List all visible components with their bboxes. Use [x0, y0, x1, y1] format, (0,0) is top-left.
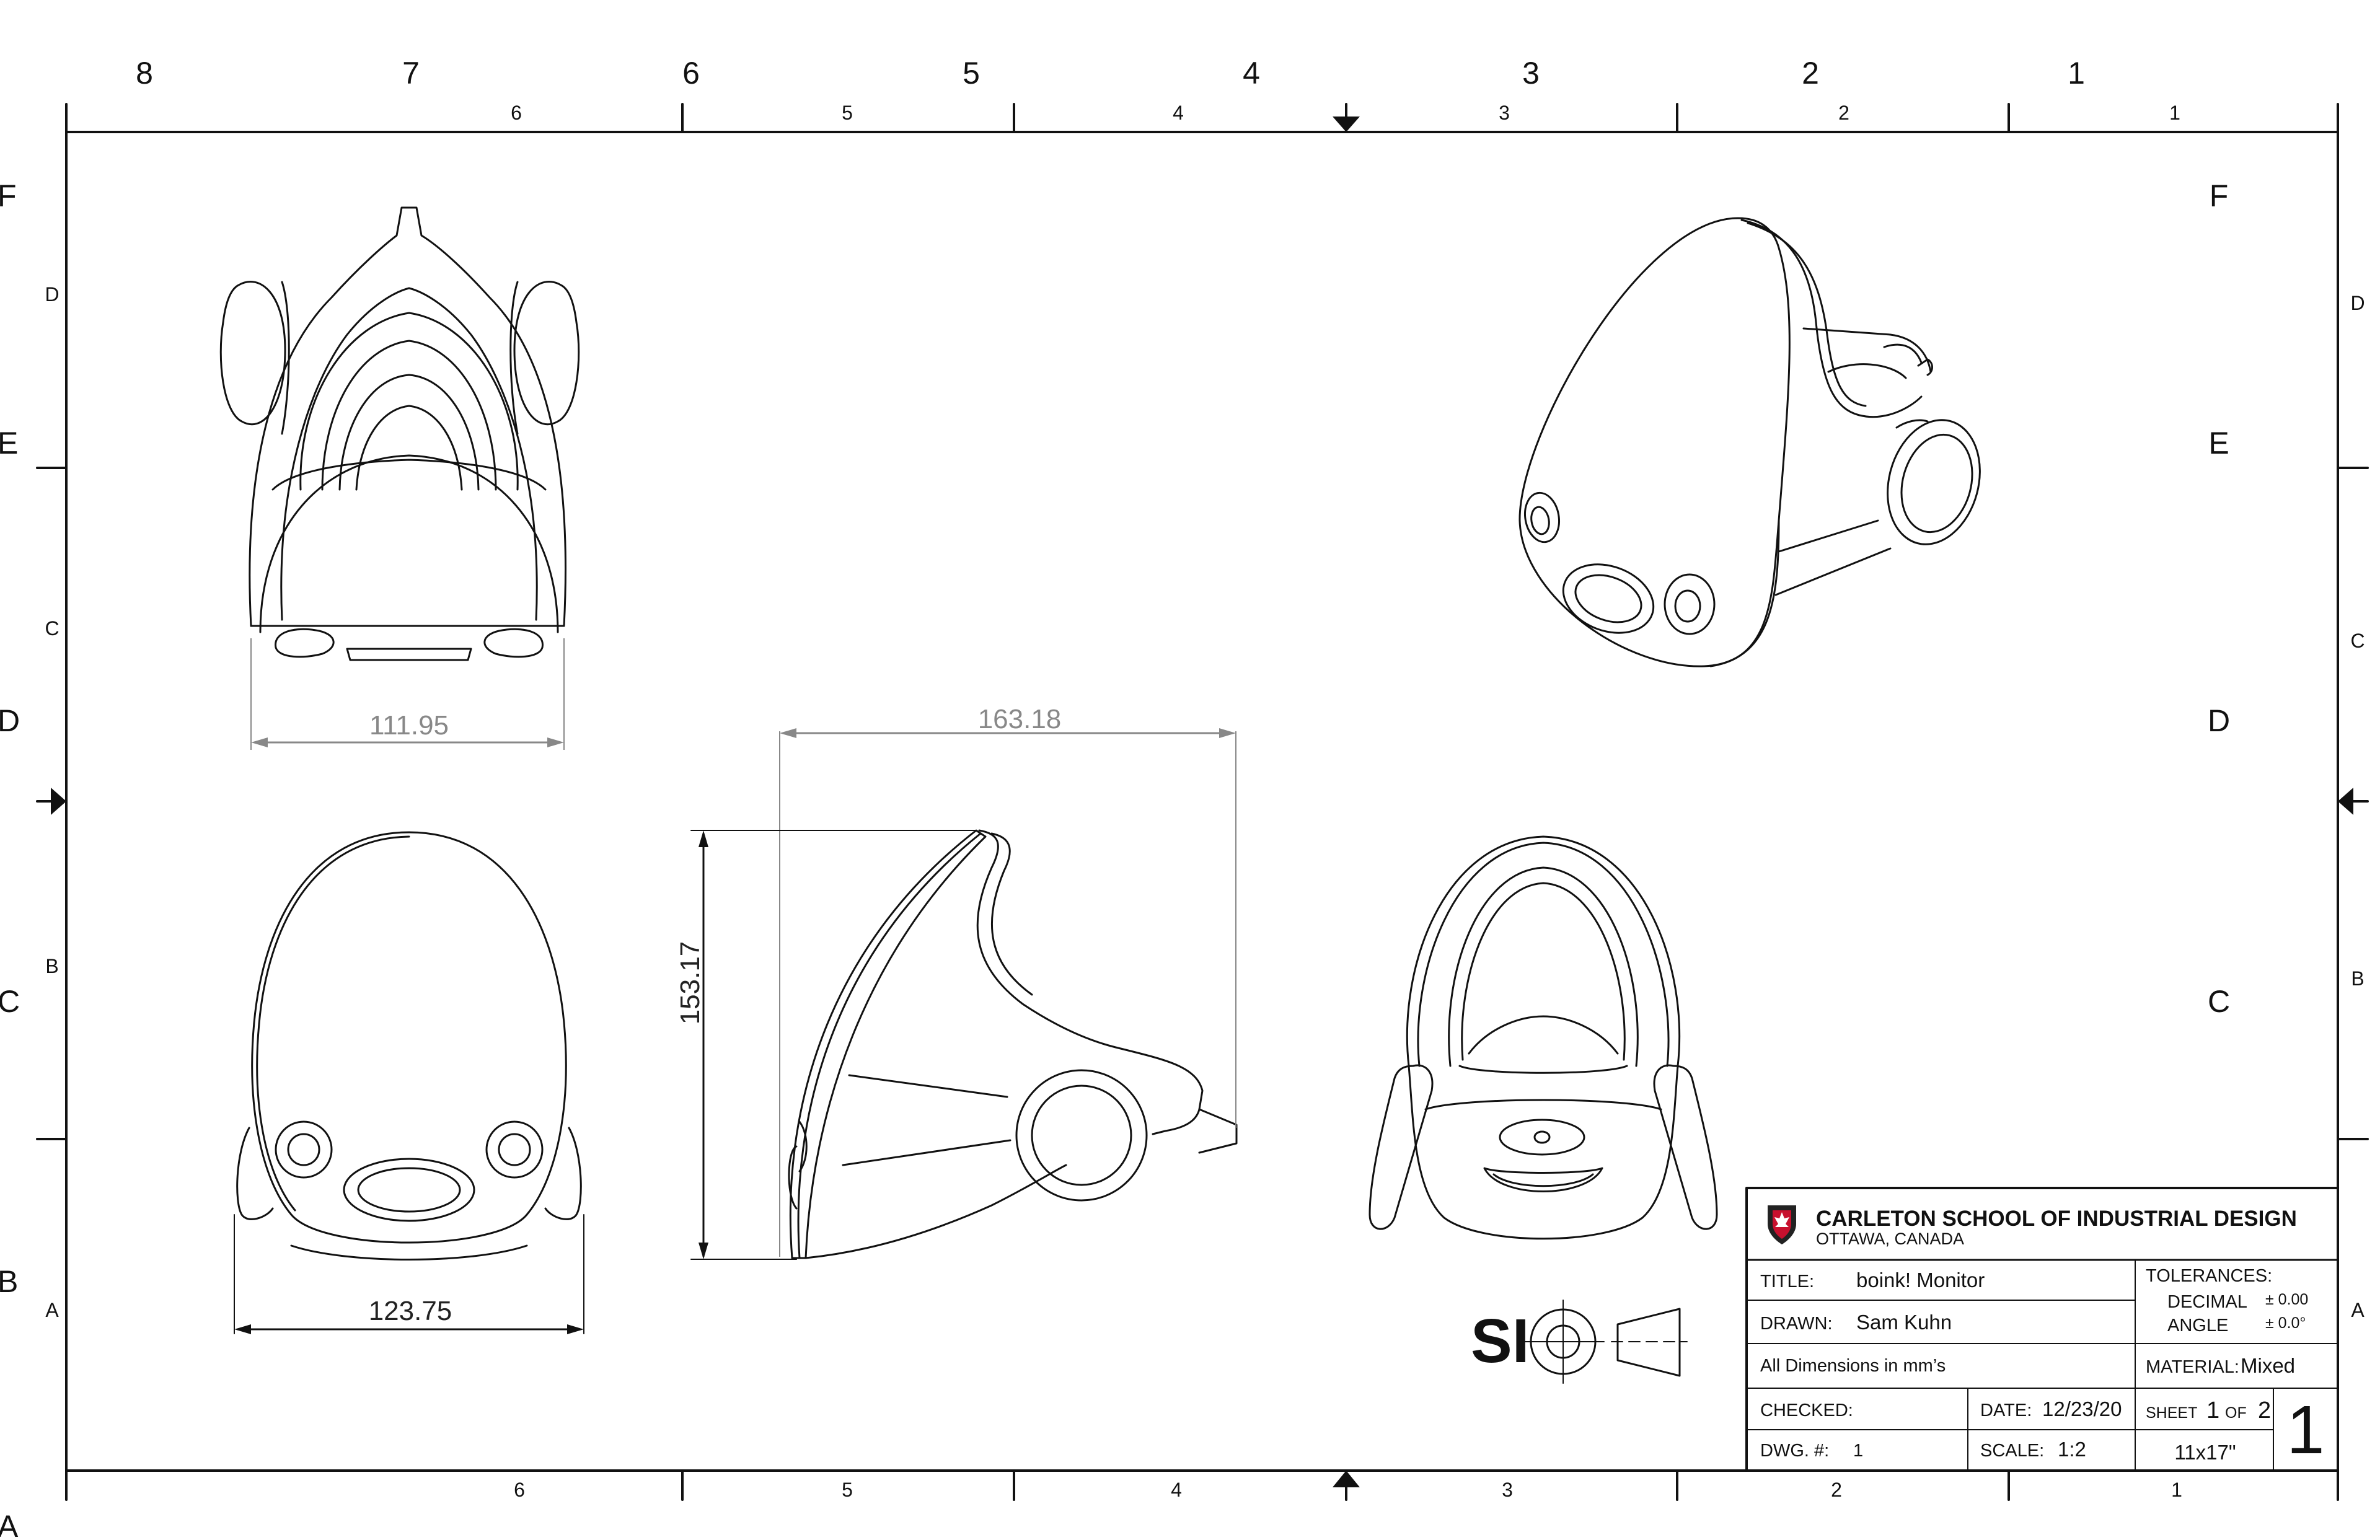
- zone-label: C: [0, 984, 20, 1019]
- school-name: CARLETON SCHOOL OF INDUSTRIAL DESIGN: [1816, 1207, 2297, 1231]
- front-view-width-dimension: 123.75: [234, 1214, 584, 1334]
- front-view: [236, 831, 582, 1261]
- zone-label: E: [0, 426, 18, 460]
- zone-labels-right-inner: D C B A: [2350, 292, 2365, 1321]
- decimal-value: ± 0.00: [2265, 1291, 2308, 1308]
- top-view: [219, 206, 580, 661]
- centering-arrows: [36, 103, 2369, 1501]
- dimension-label: 163.18: [978, 704, 1062, 734]
- zone-label: 6: [682, 56, 700, 90]
- zone-label: 2: [1838, 102, 1849, 124]
- zone-label: 2: [1802, 56, 1819, 90]
- drawn-value: Sam Kuhn: [1856, 1311, 1952, 1334]
- tolerances-label: TOLERANCES:: [2146, 1266, 2272, 1286]
- zone-label: D: [0, 703, 20, 738]
- date-value: 12/23/20: [2042, 1397, 2122, 1420]
- zone-label: 5: [963, 56, 980, 90]
- material-value: Mixed: [2241, 1354, 2295, 1377]
- zone-label: 3: [1522, 56, 1540, 90]
- title-block: CARLETON SCHOOL OF INDUSTRIAL DESIGN OTT…: [1745, 1187, 2339, 1472]
- zone-labels-right-outer: F E D C: [2208, 178, 2230, 1019]
- zone-label: 1: [2068, 56, 2085, 90]
- units-note: All Dimensions in mm’s: [1760, 1356, 1946, 1376]
- zone-label: 1: [2169, 102, 2180, 124]
- zone-label: F: [2210, 178, 2229, 213]
- zone-label: D: [2350, 292, 2365, 314]
- zone-label: C: [2208, 984, 2230, 1019]
- isometric-view: [1518, 217, 1981, 667]
- sheet-number: 1: [2206, 1397, 2219, 1423]
- zone-label: B: [0, 1264, 18, 1299]
- zone-label: C: [2350, 630, 2365, 652]
- zone-labels-left-inner: D C B A: [45, 283, 59, 1321]
- title-label: TITLE:: [1760, 1272, 1814, 1291]
- zone-label: 1: [2171, 1479, 2182, 1501]
- scale-label: SCALE:: [1980, 1441, 2044, 1461]
- zone-label: A: [45, 1299, 59, 1321]
- zone-label: D: [2208, 703, 2230, 738]
- angle-value: ± 0.0°: [2265, 1314, 2306, 1332]
- scale-value: 1:2: [2058, 1438, 2086, 1461]
- zone-label: 5: [842, 102, 853, 124]
- zone-label: 7: [402, 56, 420, 90]
- zone-label: 3: [1499, 102, 1510, 124]
- dwg-label: DWG. #:: [1760, 1441, 1829, 1461]
- dwg-value: 1: [1853, 1441, 1863, 1461]
- zone-label: 4: [1243, 56, 1260, 90]
- date-label: DATE:: [1980, 1401, 2032, 1420]
- si-label: SI: [1471, 1306, 1529, 1376]
- zone-labels-bottom-inner: 6 5 4 3 2 1: [514, 1479, 2182, 1501]
- decimal-label: DECIMAL: [2167, 1292, 2247, 1312]
- checked-label: CHECKED:: [1760, 1401, 1853, 1420]
- revision-number: 1: [2286, 1392, 2324, 1468]
- of-word: OF: [2225, 1404, 2247, 1422]
- zone-label: 3: [1502, 1479, 1513, 1501]
- zone-label: B: [2351, 967, 2364, 990]
- zone-label: E: [2208, 426, 2229, 460]
- title-value: boink! Monitor: [1856, 1269, 1985, 1291]
- zone-label: 8: [136, 56, 153, 90]
- zone-label: 5: [842, 1479, 853, 1501]
- zone-label: 2: [1831, 1479, 1842, 1501]
- back-view: [1368, 835, 1718, 1240]
- side-view-height-dimension: 153.17: [675, 830, 977, 1260]
- zone-label: 4: [1171, 1479, 1182, 1501]
- side-view: [788, 829, 1238, 1259]
- paper-size: 11x17": [2174, 1441, 2236, 1464]
- zone-labels-top-outer: 8 7 6 5 4 3 2 1: [136, 56, 2085, 90]
- zone-label: A: [0, 1509, 19, 1540]
- zone-label: B: [45, 955, 58, 977]
- school-location: OTTAWA, CANADA: [1816, 1230, 1964, 1248]
- material-label: MATERIAL:: [2146, 1357, 2239, 1377]
- zone-label: C: [45, 617, 59, 640]
- sheet-word: SHEET: [2146, 1404, 2197, 1422]
- carleton-logo: [1768, 1205, 1796, 1244]
- dimension-label: 123.75: [369, 1296, 452, 1326]
- projection-symbol: SI: [1471, 1300, 1688, 1384]
- dimension-label: 153.17: [675, 941, 705, 1025]
- zone-labels-left-outer: F E D C B A: [0, 178, 20, 1540]
- dimension-label: 111.95: [369, 710, 449, 741]
- sheet-total: 2: [2258, 1397, 2271, 1423]
- zone-label: 6: [511, 102, 522, 124]
- zone-labels-top-inner: 6 5 4 3 2 1: [511, 102, 2180, 124]
- angle-label: ANGLE: [2167, 1316, 2228, 1335]
- zone-label: 4: [1173, 102, 1184, 124]
- side-view-length-dimension: 163.18: [779, 704, 1236, 1257]
- zone-label: 6: [514, 1479, 525, 1501]
- zone-label: D: [45, 283, 59, 306]
- top-view-width-dimension: 111.95: [250, 638, 565, 750]
- drawn-label: DRAWN:: [1760, 1314, 1833, 1334]
- zone-label: A: [2351, 1299, 2365, 1321]
- zone-label: F: [0, 178, 17, 213]
- drawing-border: [36, 103, 2369, 1501]
